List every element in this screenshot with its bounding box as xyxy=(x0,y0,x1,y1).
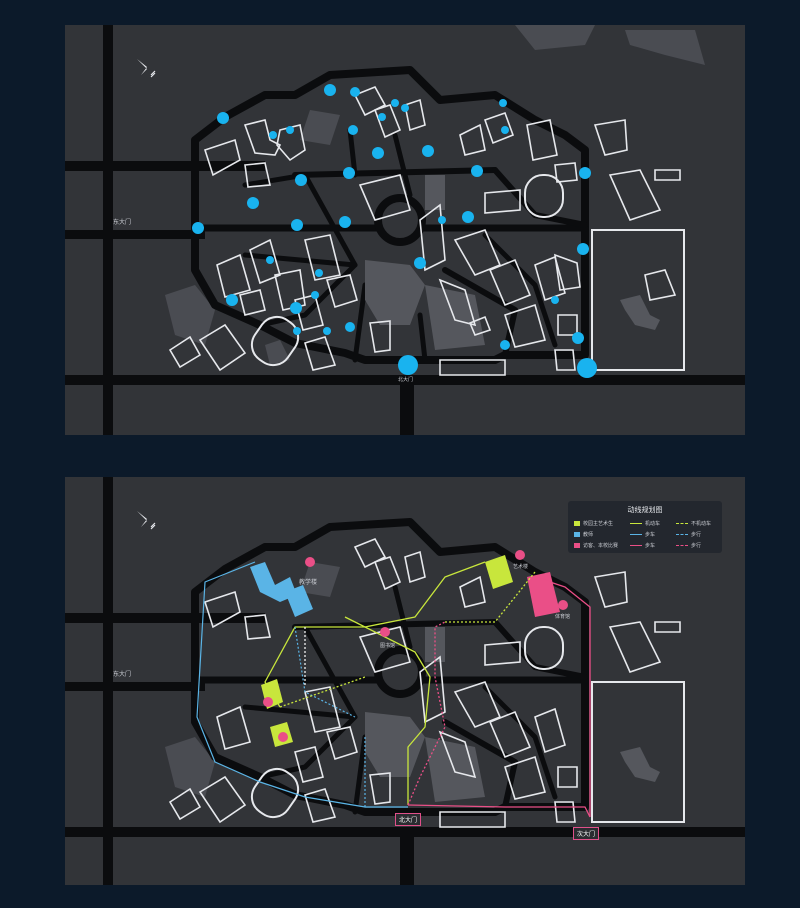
east-gate-label: 东大门 xyxy=(113,219,132,226)
legend-line-3: 步车 xyxy=(630,542,655,549)
legend-line-6: 步行 xyxy=(676,542,701,549)
south-gate-label: 北大门 xyxy=(398,377,414,383)
water-areas xyxy=(165,25,705,365)
legend-line-2: 步车 xyxy=(630,531,655,538)
plaza-areas xyxy=(365,627,485,802)
sports-field xyxy=(591,229,685,371)
circulation-routes xyxy=(196,561,591,818)
north-arrow-icon xyxy=(137,59,156,78)
outer-roads xyxy=(65,477,745,885)
legend-title: 动线规划图 xyxy=(627,506,663,514)
campus-map-circulation[interactable]: 东大门 教学楼 图书馆 艺术楼 体育馆 北大门 次大门 动线规划图 校园主艺术生… xyxy=(65,477,745,885)
map-legend: 动线规划图 校园主艺术生 教师 访客、本校比赛 机动车 步车 步车 不机动车 步… xyxy=(568,501,722,553)
gym-label: 体育馆 xyxy=(555,614,571,620)
legend-line-4: 不机动车 xyxy=(676,520,711,527)
legend-line-1: 机动车 xyxy=(630,520,660,527)
sports-field xyxy=(591,681,685,823)
plaza-areas xyxy=(365,175,485,350)
legend-line-5: 步行 xyxy=(676,531,701,538)
southeast-gate-label[interactable]: 次大门 xyxy=(573,827,600,840)
legend-category-teacher: 教师 xyxy=(574,531,593,538)
south-gate-label[interactable]: 北大门 xyxy=(395,813,422,826)
campus-map-nodes[interactable]: 东大门 北大门 xyxy=(65,25,745,435)
outer-roads xyxy=(65,25,745,435)
legend-category-student: 校园主艺术生 xyxy=(574,520,613,527)
library-label: 图书馆 xyxy=(380,643,396,649)
circulation-map-svg xyxy=(65,477,745,885)
legend-category-visitor: 访客、本校比赛 xyxy=(574,542,618,549)
north-arrow-icon xyxy=(137,511,156,530)
teaching-building-label: 教学楼 xyxy=(299,579,318,586)
running-track xyxy=(524,174,564,218)
building-outlines xyxy=(168,85,681,376)
circulation-nodes xyxy=(192,84,597,378)
location-pin-icon xyxy=(263,550,568,742)
east-gate-label: 东大门 xyxy=(113,671,132,678)
water-areas xyxy=(165,562,340,797)
running-track xyxy=(524,626,564,670)
campus-map-svg xyxy=(65,25,745,435)
art-building-label: 艺术楼 xyxy=(513,564,529,570)
building-outlines xyxy=(168,537,681,828)
